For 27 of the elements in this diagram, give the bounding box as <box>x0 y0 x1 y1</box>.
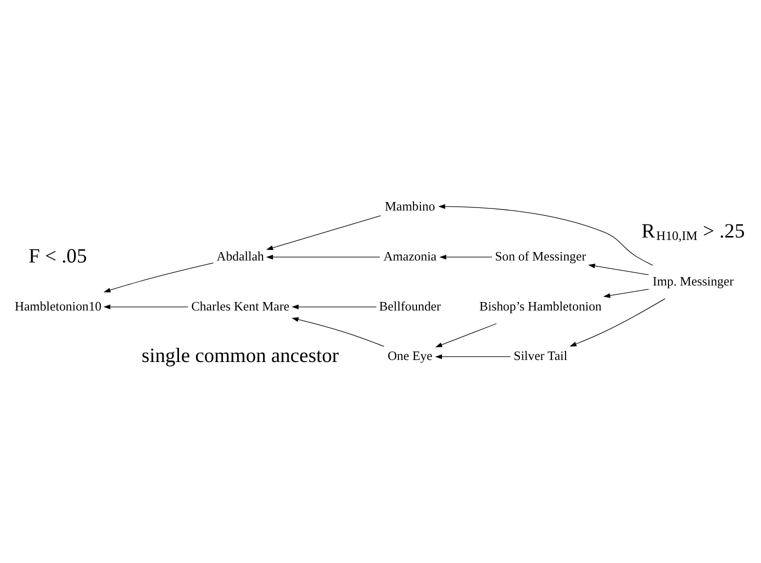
arrow <box>292 304 377 309</box>
label: F < .05 <box>28 244 87 267</box>
node-text: Amazonia <box>383 248 437 264</box>
arrow <box>603 288 649 298</box>
arrow <box>435 354 511 359</box>
node-text: Abdallah <box>216 248 264 264</box>
node-text: Imp. Messinger <box>652 272 734 288</box>
arrow <box>570 298 666 346</box>
node-text: Mambino <box>384 198 436 214</box>
arrow <box>435 322 497 347</box>
node-text: Hambletonion10 <box>14 298 102 313</box>
label: single common ancestor <box>142 344 339 366</box>
node-text: Son of Messinger <box>494 248 586 264</box>
arrow <box>103 304 188 309</box>
arrow <box>266 214 381 250</box>
arrow <box>292 316 384 346</box>
arrow <box>588 263 649 275</box>
arrow <box>438 204 654 266</box>
node-text: Bishop’s Hambletonion <box>479 298 602 313</box>
arrow <box>439 254 492 259</box>
label: RH10,IM > .25 <box>642 220 745 242</box>
node-text: Charles Kent Mare <box>191 298 290 313</box>
arrow <box>266 254 380 259</box>
node-text: Bellfounder <box>379 298 441 313</box>
node-text: Silver Tail <box>514 348 568 363</box>
node-text: One Eye <box>388 348 432 363</box>
arrow <box>104 262 214 292</box>
